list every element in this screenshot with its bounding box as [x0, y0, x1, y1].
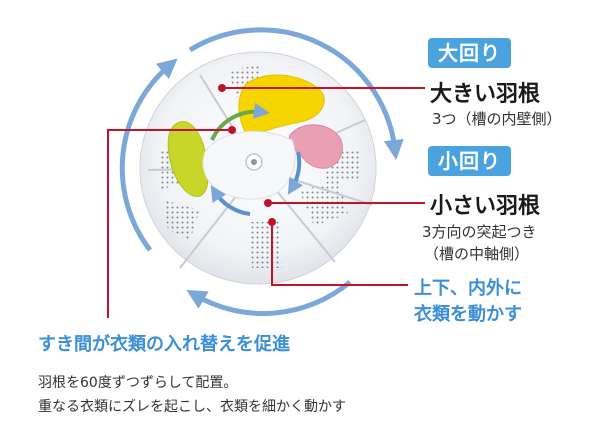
leader-dot-gap — [228, 126, 236, 134]
small-blade-sub2: （槽の中軸側） — [424, 245, 530, 263]
leader-dots — [218, 84, 276, 226]
leader-dot-small — [264, 199, 272, 207]
large-blade-sub: 3つ（槽の内壁側） — [432, 110, 562, 128]
outer-arc-left — [119, 58, 178, 252]
large-blade-yellow — [238, 74, 325, 139]
outer-arc-bottom — [186, 280, 352, 317]
large-blade-title: 大きい羽根 — [430, 82, 541, 107]
large-rotation-tag: 大回り — [428, 38, 511, 68]
leader-lines — [107, 87, 425, 318]
inner-arc-right — [287, 151, 304, 195]
gap-heading: すき間が衣類の入れ替えを促進 — [38, 334, 290, 355]
small-rotation-tag: 小回り — [428, 146, 511, 176]
leader-dot-motion — [268, 218, 276, 226]
leader-dot-large — [218, 84, 226, 92]
motion-line1: 上下、内外に — [414, 278, 522, 299]
leader-gap — [107, 129, 232, 318]
leader-motion — [271, 222, 408, 286]
center-hub — [202, 130, 296, 200]
inner-arc-green — [210, 103, 270, 141]
small-blade-sub1: 3方向の突起つき — [422, 223, 537, 241]
outer-rotation-arrows — [119, 27, 404, 317]
gap-line2: 重なる衣類にズレを起こし、衣類を細かく動かす — [38, 399, 346, 415]
inner-arc-bottom — [210, 185, 251, 216]
motion-line2: 衣類を動かす — [414, 304, 522, 325]
inner-rotation-arrows — [210, 103, 304, 216]
large-blade-green — [167, 121, 209, 197]
gap-line1: 羽根を60度ずつずらして配置。 — [38, 375, 238, 391]
outer-arc-top — [188, 27, 404, 160]
small-blade-title: 小さい羽根 — [430, 194, 541, 219]
